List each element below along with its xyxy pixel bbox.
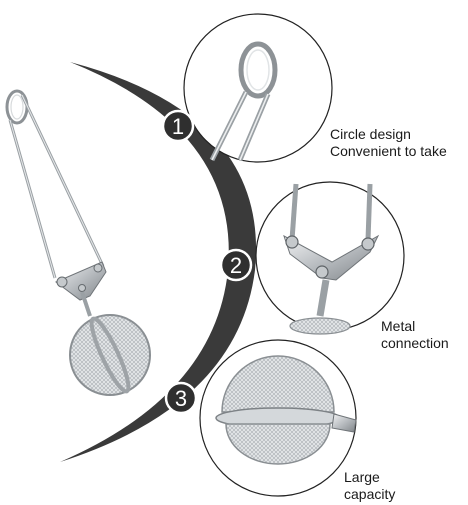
badge-2-number: 2	[230, 253, 242, 278]
feature-3-subtitle: capacity	[344, 486, 396, 502]
feature-1-title: Circle design	[330, 126, 411, 142]
detail-circle-hinge	[255, 181, 405, 335]
tea-infuser-illustration	[5, 89, 151, 396]
badge-3: 3	[164, 381, 198, 415]
feature-2-subtitle: connection	[381, 335, 449, 351]
badge-3-number: 3	[175, 386, 187, 411]
detail-circle-loop	[183, 13, 333, 163]
detail-circle-mesh-ball	[199, 339, 357, 497]
feature-1-caption: Circle design Convenient to take	[330, 126, 447, 160]
feature-3-title: Large	[344, 469, 380, 485]
badge-1-number: 1	[172, 114, 184, 139]
feature-2-title: Metal	[381, 318, 416, 334]
badge-2: 2	[219, 248, 253, 282]
feature-2-caption: Metal connection	[381, 318, 449, 352]
crescent-arc	[60, 62, 257, 462]
badge-1: 1	[161, 109, 195, 143]
feature-1-subtitle: Convenient to take	[330, 143, 447, 159]
feature-3-caption: Large capacity	[344, 469, 395, 503]
